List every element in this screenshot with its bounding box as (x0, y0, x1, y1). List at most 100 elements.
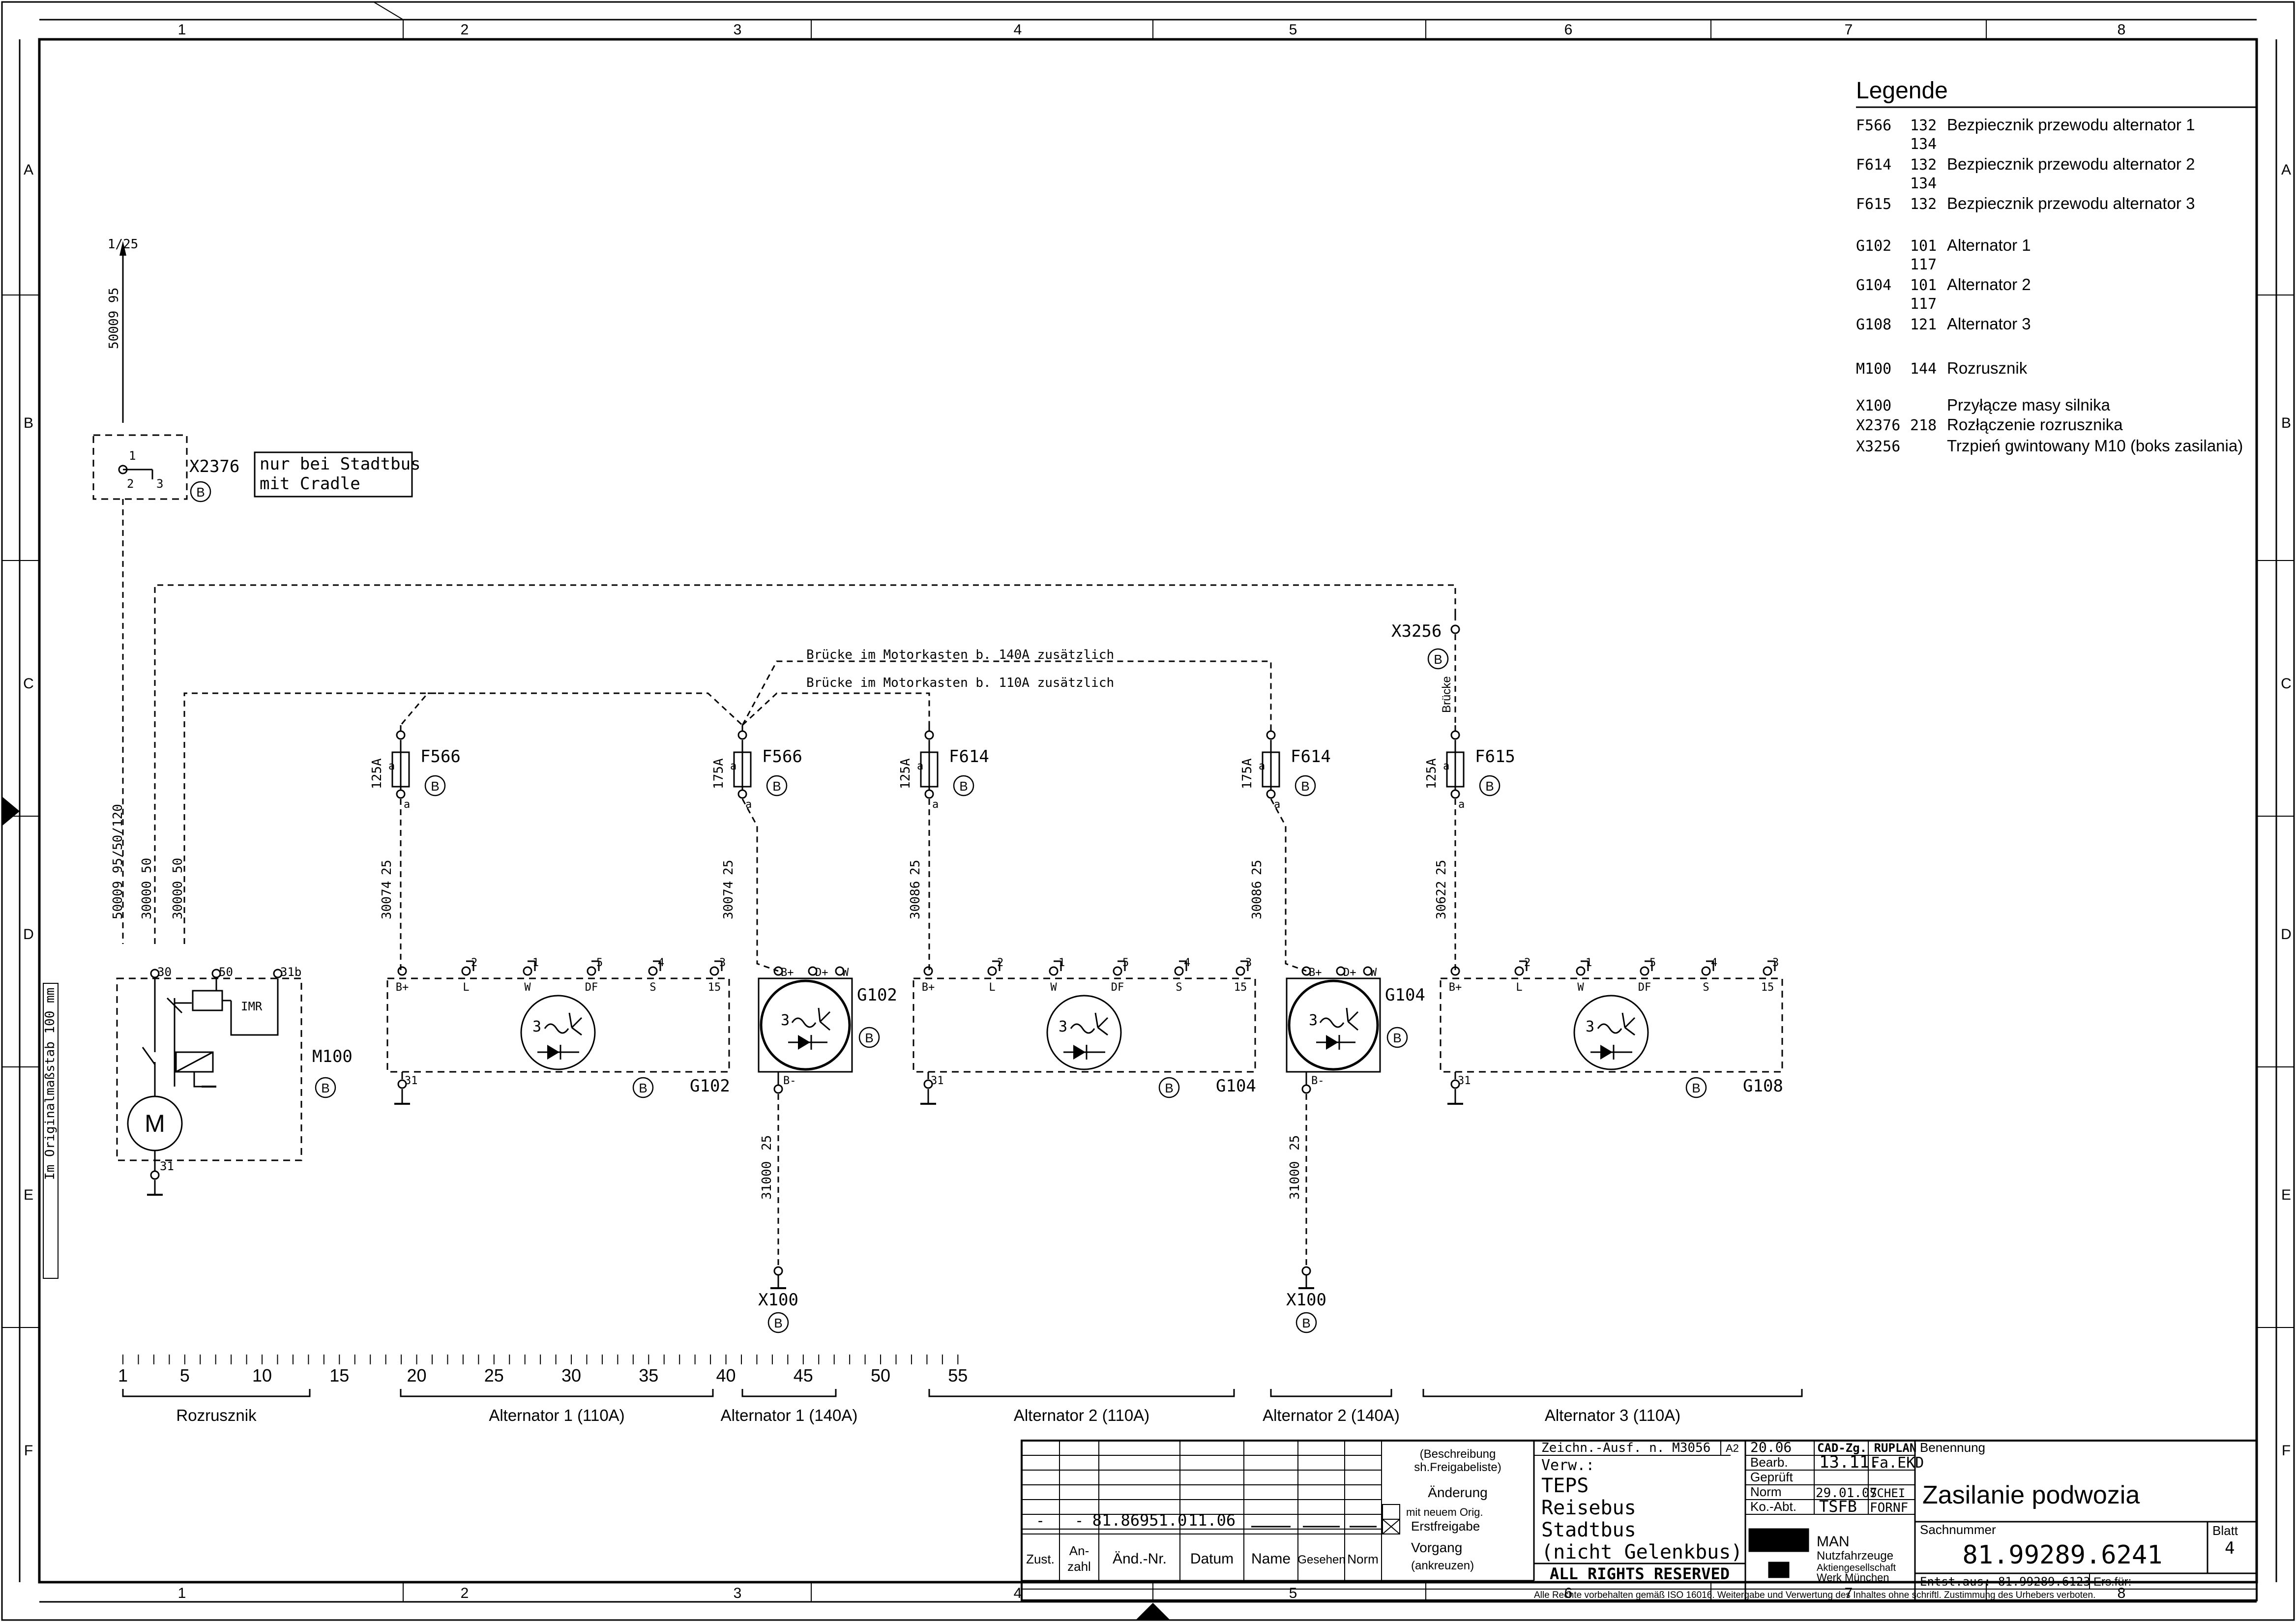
alternator-symbol (1573, 995, 1649, 1070)
legend-code: F614 (1856, 156, 1891, 174)
cell: mit neuem Orig. (1406, 1506, 1483, 1518)
component-label: X3256 (1391, 621, 1442, 641)
wire-line (818, 1007, 821, 1022)
pin-label: L (1516, 981, 1522, 994)
wire-label: 50009 95/50/120 (111, 804, 125, 919)
pin-label: 15 (708, 981, 721, 994)
ref-circle-letter: B (321, 1081, 329, 1095)
group-label: Rozrusznik (176, 1406, 257, 1424)
terminal (396, 789, 406, 799)
terminal (737, 789, 747, 799)
pin-label: W (1370, 967, 1377, 979)
ac-symbol (1319, 1017, 1345, 1028)
pin-label: S (1703, 981, 1709, 994)
legend-title: Legende (1856, 78, 1948, 104)
wire-line (1097, 1027, 1108, 1036)
legend-desc: Alternator 3 (1947, 315, 2031, 333)
pin-label: W (524, 981, 531, 994)
ref-circle (1386, 1027, 1408, 1048)
fuse-label: F566 (762, 747, 802, 767)
legend-ref: 144 (1910, 360, 1937, 378)
cell: 81.86951.0 (1092, 1511, 1187, 1530)
legend-ref: 101 (1910, 277, 1937, 294)
pin-label: S (649, 981, 656, 994)
cell: Sachnummer (1920, 1522, 1996, 1537)
ground-label: X100 (758, 1290, 798, 1310)
pin-number: 2 (471, 957, 477, 969)
cell: 13.11. (1819, 1452, 1880, 1472)
pin-label: D+ (1343, 967, 1356, 979)
scale-number: 25 (484, 1365, 504, 1386)
pin-label: 15 (1761, 981, 1774, 994)
alternator-label: G104 (1216, 1076, 1256, 1096)
legend-ref: 134 (1910, 136, 1937, 153)
ground-label: X100 (1286, 1290, 1326, 1310)
cell: Ko.-Abt. (1750, 1499, 1796, 1514)
group-label: Alternator 1 (140A) (721, 1406, 858, 1424)
ref-circle (1427, 648, 1449, 670)
terminal (648, 966, 658, 976)
alternator-label: G102 (690, 1076, 730, 1096)
ref-circle-letter: B (196, 485, 205, 500)
scale-number: 10 (252, 1365, 272, 1386)
terminal (273, 969, 283, 978)
legend-desc: Trzpień gwintowany M10 (boks zasilania) (1947, 437, 2243, 455)
ref-circle (766, 775, 788, 796)
wire-cross-section: 25 (721, 860, 736, 875)
terminal (1701, 966, 1711, 976)
wire-label: 31000 (760, 1161, 774, 1200)
column-header: Norm (1347, 1552, 1379, 1566)
wire-label: 30086 (908, 881, 923, 919)
ac-symbol (1597, 1023, 1622, 1034)
row-index: B (24, 415, 33, 431)
terminal (1113, 966, 1122, 976)
alternator-symbol (760, 979, 851, 1071)
scale-number: 20 (407, 1365, 427, 1386)
note-text: nur bei Stadtbus (260, 454, 421, 474)
group-label: Alternator 2 (110A) (1014, 1406, 1149, 1424)
scale-number: 1 (118, 1365, 128, 1386)
wire-path (230, 978, 279, 1036)
group-bracket (741, 1389, 837, 1397)
legend-code: F615 (1856, 196, 1891, 213)
alternator-110a (386, 977, 730, 1073)
note-text: mit Cradle (260, 474, 360, 494)
pin-label: 31 (1458, 1075, 1471, 1087)
terminal (1336, 966, 1346, 976)
legend-ref: 132 (1910, 117, 1937, 134)
alternator-label: G104 (1385, 985, 1425, 1005)
terminal (773, 1266, 783, 1276)
column-header: Name (1251, 1551, 1291, 1567)
row-index: C (23, 676, 34, 692)
alternator-symbol (520, 995, 596, 1070)
alternator-symbol (1288, 979, 1379, 1071)
legend-code: M100 (1856, 360, 1891, 378)
cell: CAD-Zg. RUPLAN (1817, 1441, 1916, 1455)
wire-line (571, 1027, 582, 1036)
legend-desc: Rozłączenie rozrusznika (1947, 415, 2123, 434)
legend-ref: 132 (1910, 156, 1937, 174)
drawing-title: Zasilanie podwozia (1922, 1481, 2140, 1509)
cell: (Beschreibung (1420, 1447, 1496, 1461)
pin-label: S (1176, 981, 1182, 994)
terminal (924, 730, 934, 740)
cell: Blatt (2212, 1523, 2238, 1538)
cell: Zeichn.-Ausf. n. M3056 (1541, 1441, 1710, 1455)
bridge-label: Brücke (1440, 676, 1453, 713)
starter-m100 (116, 977, 302, 1161)
grid-tick (373, 1, 404, 20)
pin-number: 3 (719, 957, 726, 969)
pin-label: L (463, 981, 469, 994)
row-index: A (2281, 162, 2291, 178)
ref-circle-letter: B (772, 779, 781, 794)
ref-circle (953, 775, 974, 796)
pin-number: 4 (1184, 957, 1190, 969)
pin-number: 5 (1122, 957, 1129, 969)
pin-label: 50 (219, 965, 233, 979)
cell: Stadtbus (1541, 1519, 1636, 1541)
wire-path (428, 692, 743, 726)
scale-number: 5 (180, 1365, 190, 1386)
cell: Bearb. (1750, 1455, 1788, 1470)
inner-border (38, 38, 2258, 1584)
